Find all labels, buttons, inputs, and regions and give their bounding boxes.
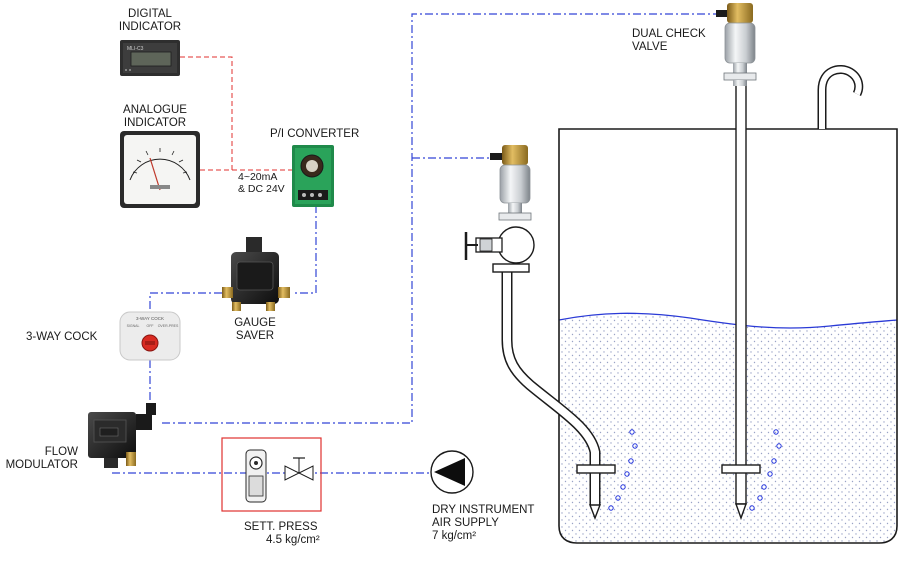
label-gauge-saver: GAUGE SAVER bbox=[234, 317, 276, 342]
label-three-way-cock: 3-WAY COCK bbox=[26, 331, 98, 343]
label-digital-indicator: DIGITAL INDICATOR bbox=[118, 8, 182, 33]
cock-mark-off: OFF bbox=[147, 324, 154, 328]
pipe-support-right bbox=[721, 464, 761, 474]
bubble bbox=[761, 484, 767, 490]
bubble bbox=[615, 495, 621, 501]
bubble bbox=[632, 443, 638, 449]
bubble bbox=[767, 471, 773, 477]
bubble bbox=[749, 505, 755, 511]
electric-lines bbox=[180, 56, 292, 171]
bubble bbox=[773, 429, 779, 435]
cock-mark-signal: SIGNAL bbox=[127, 324, 140, 328]
bubble bbox=[620, 484, 626, 490]
bubble bbox=[608, 505, 614, 511]
label-analogue-indicator: ANALOGUE INDICATOR bbox=[123, 104, 187, 129]
label-flow-modulator: FLOW MODULATOR bbox=[5, 446, 78, 471]
dip-tube-left bbox=[501, 272, 616, 520]
label-air-supply: DRY INSTRUMENT AIR SUPPLY 7 kg/cm² bbox=[432, 504, 535, 542]
air-line-pi-to-saver bbox=[292, 205, 317, 294]
label-pi-converter: P/I CONVERTER bbox=[270, 128, 360, 140]
digital-indicator: MLI-C3 bbox=[120, 40, 180, 76]
label-signal: 4~20mA & DC 24V bbox=[238, 171, 285, 195]
bubble bbox=[624, 471, 630, 477]
dual-check-valve-side bbox=[464, 145, 535, 273]
cock-plate-text: 3-WAY COCK bbox=[136, 316, 164, 321]
air-line-modulator-to-tank bbox=[162, 13, 720, 424]
three-way-cock: 3-WAY COCK SIGNAL OFF OVER-PRES bbox=[119, 311, 181, 361]
bubble bbox=[771, 458, 777, 464]
bubble bbox=[629, 429, 635, 435]
tank-liquid bbox=[559, 313, 897, 543]
air-line-saver-to-cock bbox=[149, 292, 222, 312]
bubble bbox=[757, 495, 763, 501]
pi-converter bbox=[292, 145, 334, 207]
flow-modulator bbox=[88, 403, 156, 468]
label-dual-check-valve: DUAL CHECK VALVE bbox=[632, 28, 706, 53]
bubble bbox=[628, 458, 634, 464]
label-sett-press: SETT. PRESS 4.5 kg/cm² bbox=[244, 521, 320, 546]
cock-mark-overpres: OVER-PRES bbox=[158, 324, 179, 328]
dual-check-valve-top bbox=[716, 3, 757, 86]
gauge-saver bbox=[222, 237, 290, 311]
sett-press-box bbox=[221, 437, 322, 512]
pipe-support-left bbox=[576, 464, 616, 474]
tank-wall bbox=[558, 128, 898, 544]
tank bbox=[558, 64, 898, 544]
electric-line-digital bbox=[180, 56, 233, 170]
air-supply-symbol bbox=[430, 450, 474, 494]
air-bubbles bbox=[608, 429, 782, 511]
analogue-indicator bbox=[120, 131, 200, 208]
bubble bbox=[776, 443, 782, 449]
digital-display-tag: MLI-C3 bbox=[127, 46, 144, 52]
